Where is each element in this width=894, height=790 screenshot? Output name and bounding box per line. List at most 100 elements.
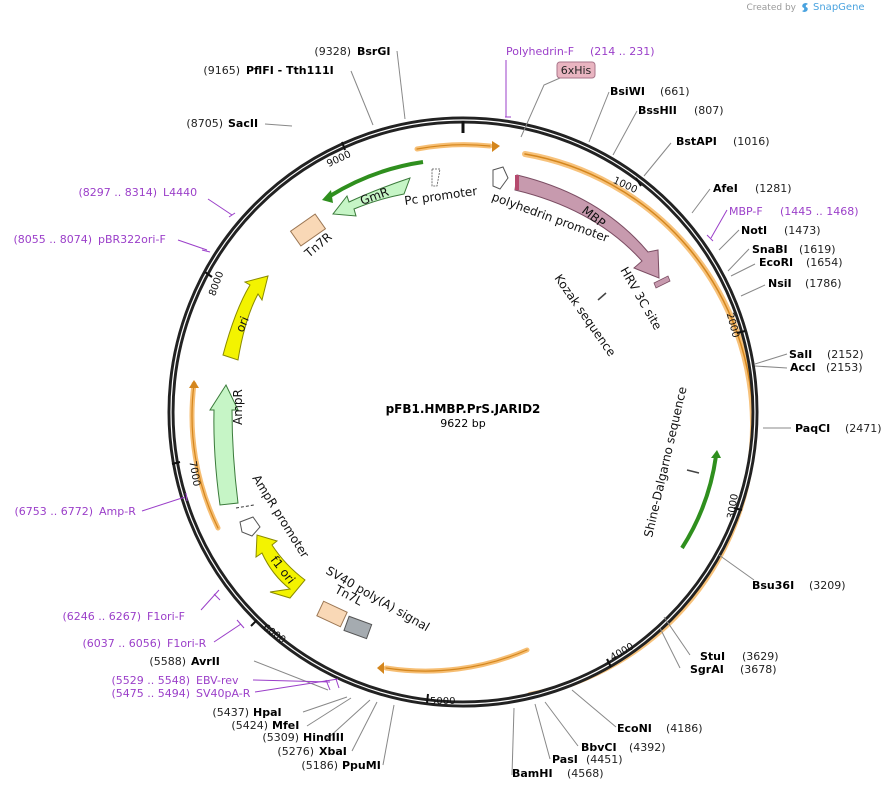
hrv-3c-site-feature: [653, 275, 671, 289]
f1-ori-feature: [255, 534, 306, 599]
enzyme-bsu36i-pos: (3209): [809, 579, 846, 592]
enzyme-pasi-name: PasI: [552, 753, 578, 766]
enzyme-sgrai-pos: (3678): [740, 663, 777, 676]
ampr-promoter-feature: [239, 516, 261, 537]
his-tag-marker: [515, 175, 519, 190]
shine-dalgarno-feature: [680, 455, 718, 550]
his-tag-label: 6xHis: [561, 64, 592, 77]
enzyme-stui-name: StuI: [700, 650, 725, 663]
gmr-dark-arrowhead: [322, 190, 333, 203]
enzyme-sali-pos: (2152): [827, 348, 864, 361]
tick-label-7000: 7000: [186, 460, 201, 487]
pc-promoter-feature: [431, 168, 441, 187]
enzyme-pasi-pos: (4451): [586, 753, 623, 766]
enzyme-paqci-pos: (2471): [845, 422, 882, 435]
ampr-label: AmpR: [231, 389, 245, 425]
orange-arrowhead-bottom: [377, 662, 384, 674]
enzyme-bstapi-name: BstAPI: [676, 135, 717, 148]
enzyme-mfei-pos: (5424): [231, 719, 268, 732]
enzyme-pflfi-pos: (9165): [203, 64, 240, 77]
plasmid-length: 9622 bp: [440, 417, 485, 430]
enzyme-econi-pos: (4186): [666, 722, 703, 735]
enzyme-mfei-name: MfeI: [272, 719, 299, 732]
orange-arrowhead-top: [492, 141, 500, 152]
enzyme-afei-pos: (1281): [755, 182, 792, 195]
pc-promoter-label: Pc promoter: [403, 184, 478, 208]
tick-label-8000: 8000: [207, 270, 226, 298]
primer-sv40pa-r-pos: (5475 .. 5494): [111, 687, 190, 700]
enzyme-pflfi-name: PflFI - Tth111I: [246, 64, 334, 77]
primer-pbr322ori-f-pos: (8055 .. 8074): [13, 233, 92, 246]
primer-pbr322ori-f-name: pBR322ori-F: [98, 233, 166, 246]
kozak-marker: [597, 292, 607, 301]
enzyme-sacii-pos: (8705): [186, 117, 223, 130]
enzyme-bstapi-pos: (1016): [733, 135, 770, 148]
tick-label-6000: 6000: [260, 622, 287, 646]
primer-ebv-rev-name: EBV-rev: [196, 674, 239, 687]
gmr-label: GmR: [358, 185, 390, 208]
enzyme-econi-name: EcoNI: [617, 722, 652, 735]
gmr-feature: [332, 177, 411, 217]
shine-dalgarno-label: Shine-Dalgarno sequence: [641, 385, 689, 538]
ori-feature: [222, 275, 269, 361]
enzyme-bamhi-name: BamHI: [512, 767, 553, 780]
enzyme-noti-name: NotI: [741, 224, 767, 237]
enzyme-hindiii-pos: (5309): [262, 731, 299, 744]
tick-label-3000: 3000: [726, 493, 741, 520]
enzyme-avrii-name: AvrII: [191, 655, 220, 668]
enzyme-bbvci-name: BbvCI: [581, 741, 617, 754]
enzyme-ppumi-pos: (5186): [301, 759, 338, 772]
primer-f1ori-r-pos: (6037 .. 6056): [82, 637, 161, 650]
primer-polyhedrin-f-name: Polyhedrin-F: [506, 45, 574, 58]
enzyme-noti-pos: (1473): [784, 224, 821, 237]
primer-amp-r-pos: (6753 .. 6772): [14, 505, 93, 518]
enzyme-avrii-pos: (5588): [149, 655, 186, 668]
enzyme-leader-lines: [253, 50, 791, 776]
primer-mbp-f-pos: (1445 .. 1468): [780, 205, 859, 218]
orange-arrowhead-left: [189, 380, 199, 388]
enzyme-bsshii-pos: (807): [694, 104, 724, 117]
his-tag-leader: [520, 77, 561, 138]
enzyme-bamhi-pos: (4568): [567, 767, 604, 780]
enzyme-bsrgi-name: BsrGI: [357, 45, 390, 58]
plasmid-name: pFB1.HMBP.PrS.JARID2: [386, 402, 541, 416]
primer-ebv-rev-pos: (5529 .. 5548): [111, 674, 190, 687]
primer-f1ori-f-pos: (6246 .. 6267): [62, 610, 141, 623]
plasmid-backbone-inner: [170, 119, 756, 705]
enzyme-paqci-name: PaqCI: [795, 422, 830, 435]
shine-dalgarno-marker: [686, 469, 700, 474]
primer-leader-lines: [141, 60, 728, 693]
enzyme-ecori-pos: (1654): [806, 256, 843, 269]
enzyme-ppumi-name: PpuMI: [342, 759, 381, 772]
tn7r-feature: [289, 213, 327, 247]
enzyme-snabi-pos: (1619): [799, 243, 836, 256]
enzyme-xbai-name: XbaI: [319, 745, 347, 758]
enzyme-hindiii-name: HindIII: [303, 731, 344, 744]
enzyme-hpai-pos: (5437): [212, 706, 249, 719]
enzyme-xbai-pos: (5276): [277, 745, 314, 758]
primer-f1ori-r-name: F1ori-R: [167, 637, 207, 650]
enzyme-hpai-name: HpaI: [253, 706, 282, 719]
position-ticks: [171, 141, 746, 704]
brand-name: SnapGene: [813, 2, 865, 13]
brand-prefix: Created by: [746, 3, 796, 13]
primer-amp-r-name: Amp-R: [99, 505, 136, 518]
primer-f1ori-f-name: F1ori-F: [147, 610, 185, 623]
gmr-dark-arc: [328, 160, 424, 198]
enzyme-nsii-pos: (1786): [805, 277, 842, 290]
enzyme-sgrai-name: SgrAI: [690, 663, 724, 676]
enzyme-bsiwi-name: BsiWI: [610, 85, 645, 98]
enzyme-bsu36i-name: Bsu36I: [752, 579, 794, 592]
polyhedrin-promoter-feature: [492, 166, 509, 190]
primer-l4440-name: L4440: [163, 186, 197, 199]
primer-mbp-f-name: MBP-F: [729, 205, 763, 218]
snapgene-logo-icon: [802, 3, 808, 12]
primer-l4440-pos: (8297 .. 8314): [78, 186, 157, 199]
shine-dalgarno-arrowhead: [711, 450, 721, 458]
primer-polyhedrin-f-pos: (214 .. 231): [590, 45, 655, 58]
enzyme-snabi-name: SnaBI: [752, 243, 788, 256]
enzyme-bsiwi-pos: (661): [660, 85, 690, 98]
tick-label-5000: 5000: [430, 696, 455, 707]
ampr-feature: [209, 383, 239, 506]
